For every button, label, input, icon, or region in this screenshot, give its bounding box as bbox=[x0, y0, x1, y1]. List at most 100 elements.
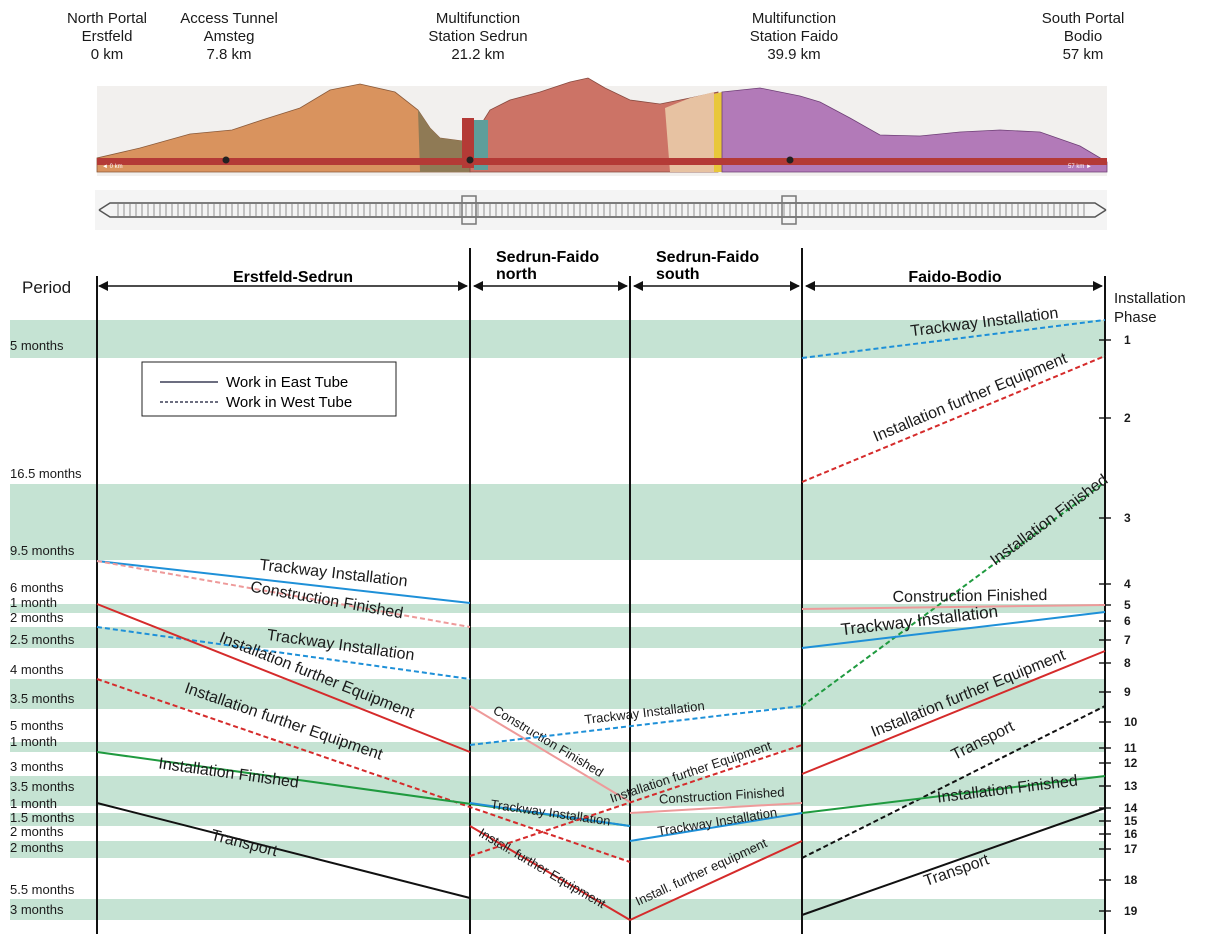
section-line2: south bbox=[656, 266, 700, 283]
activity-line-sfn-equip bbox=[469, 825, 631, 921]
phase-number: 8 bbox=[1124, 656, 1131, 670]
activity-label-fb-constr: Construction Finished bbox=[892, 587, 1047, 606]
section-line2: north bbox=[496, 266, 537, 283]
activity-line-sfs-constr bbox=[629, 802, 803, 814]
activity-line-fb-track-east bbox=[801, 611, 1106, 649]
activity-line-es-track-east bbox=[96, 560, 471, 604]
tube-plan-view bbox=[95, 190, 1107, 230]
station-south-portal: South Portal Bodio 57 km bbox=[1008, 10, 1158, 64]
mountain-south-section bbox=[721, 87, 1108, 173]
station-km: 7.8 km bbox=[206, 46, 252, 63]
phase-number: 3 bbox=[1124, 511, 1131, 525]
period-label: 1 month bbox=[10, 595, 57, 610]
period-label: 2 months bbox=[10, 824, 64, 839]
phase-number: 1 bbox=[1124, 333, 1131, 347]
activity-label-sfs-constr: Construction Finished bbox=[659, 784, 785, 806]
legend-west-label: Work in West Tube bbox=[226, 394, 352, 411]
phase-number: 18 bbox=[1124, 873, 1138, 887]
activity-line-fb-finish-west bbox=[801, 481, 1106, 707]
main-tunnel bbox=[97, 158, 1107, 165]
period-band bbox=[10, 899, 1105, 920]
phase-number: 10 bbox=[1124, 715, 1138, 729]
phase-number: 19 bbox=[1124, 904, 1138, 918]
section-faido-bodio: Faido-Bodio bbox=[908, 269, 1002, 286]
station-faido: Multifunction Station Faido 39.9 km bbox=[719, 10, 869, 64]
phase-number: 6 bbox=[1124, 614, 1131, 628]
phase-number: 2 bbox=[1124, 411, 1131, 425]
period-bands bbox=[10, 320, 1105, 920]
activity-line-es-equip-east bbox=[96, 603, 471, 753]
sedrun-shaft bbox=[462, 118, 474, 168]
period-label: 3 months bbox=[10, 902, 64, 917]
phase-number: 4 bbox=[1124, 577, 1131, 591]
period-label: 2 months bbox=[10, 840, 64, 855]
station-access-tunnel: Access Tunnel Amsteg 7.8 km bbox=[154, 10, 304, 64]
activity-line-fb-transport-west bbox=[801, 705, 1106, 859]
period-band bbox=[10, 320, 1105, 358]
amsteg-marker bbox=[222, 156, 230, 164]
station-north-portal: North Portal Erstfeld 0 km bbox=[32, 10, 182, 64]
faido-marker bbox=[786, 156, 794, 164]
period-label: 5 months bbox=[10, 718, 64, 733]
activity-label-sfn-equip: Install. further Equipment bbox=[476, 825, 609, 911]
activity-line-fb-track-west bbox=[801, 319, 1106, 359]
activity-label-fb-transport-west: Transport bbox=[949, 718, 1018, 764]
period-label: 3.5 months bbox=[10, 691, 75, 706]
activity-line-fb-transport-east bbox=[801, 807, 1106, 916]
station-sedrun: Multifunction Station Sedrun 21.2 km bbox=[403, 10, 553, 64]
plan-view-background bbox=[95, 190, 1107, 230]
phase-header-line2: Phase bbox=[1114, 309, 1157, 326]
mountain-yellow-zone bbox=[714, 92, 722, 172]
activity-line-sfs-equip-west bbox=[469, 744, 803, 857]
station-km: 21.2 km bbox=[451, 46, 505, 63]
period-label: 6 months bbox=[10, 580, 64, 595]
activity-line-fb-equip-west bbox=[801, 355, 1106, 483]
station-name-line1: Multifunction bbox=[751, 10, 837, 27]
phase-number: 12 bbox=[1124, 756, 1138, 770]
station-name-line1: North Portal bbox=[66, 10, 148, 27]
phase-number: 13 bbox=[1124, 779, 1138, 793]
period-label: 3 months bbox=[10, 759, 64, 774]
phase-number: 15 bbox=[1124, 814, 1138, 828]
legend-box bbox=[141, 361, 397, 417]
period-label: 9.5 months bbox=[10, 543, 75, 558]
mountain-dark-zone bbox=[418, 110, 470, 172]
period-band bbox=[10, 776, 1105, 806]
activity-line-fb-constr bbox=[801, 604, 1106, 610]
activity-line-es-track-west bbox=[96, 626, 471, 680]
period-band bbox=[10, 604, 1105, 613]
sedrun-marker bbox=[466, 156, 474, 164]
period-label: 5 months bbox=[10, 338, 64, 353]
period-label: 5.5 months bbox=[10, 882, 75, 897]
station-name-line2: Station Faido bbox=[749, 28, 839, 45]
activity-line-sfs-track bbox=[629, 812, 803, 842]
station-km: 57 km bbox=[1062, 46, 1104, 63]
legend-east-label: Work in East Tube bbox=[226, 374, 348, 391]
sedrun-green-zone bbox=[474, 120, 488, 170]
mountain-granite-zone bbox=[665, 92, 714, 172]
period-band bbox=[10, 484, 1105, 560]
profile-end-marker: 57 km ► bbox=[1068, 164, 1092, 170]
period-header: Period bbox=[22, 278, 71, 297]
station-km: 39.9 km bbox=[767, 46, 821, 63]
period-label: 2 months bbox=[10, 610, 64, 625]
section-sedrun-faido-south: Sedrun-Faido south bbox=[656, 249, 764, 283]
faido-station-plan bbox=[781, 195, 797, 225]
phase-number: 14 bbox=[1124, 801, 1138, 815]
phase-header-line1: Installation bbox=[1114, 290, 1186, 307]
period-label: 16.5 months bbox=[10, 466, 82, 481]
section-erstfeld-sedrun-text: Erstfeld-Sedrun bbox=[233, 269, 353, 286]
activity-line-sfn-constr bbox=[469, 705, 631, 803]
station-km: 0 km bbox=[90, 46, 124, 63]
section-erstfeld-sedrun: Erstfeld-Sedrun bbox=[233, 269, 353, 286]
sedrun-station-plan bbox=[461, 195, 477, 225]
period-band bbox=[10, 742, 1105, 752]
activity-line-es-transport bbox=[96, 802, 471, 899]
station-name-line1: South Portal bbox=[1041, 10, 1125, 27]
station-name-line2: Station Sedrun bbox=[428, 28, 528, 45]
phase-number: 7 bbox=[1124, 633, 1131, 647]
